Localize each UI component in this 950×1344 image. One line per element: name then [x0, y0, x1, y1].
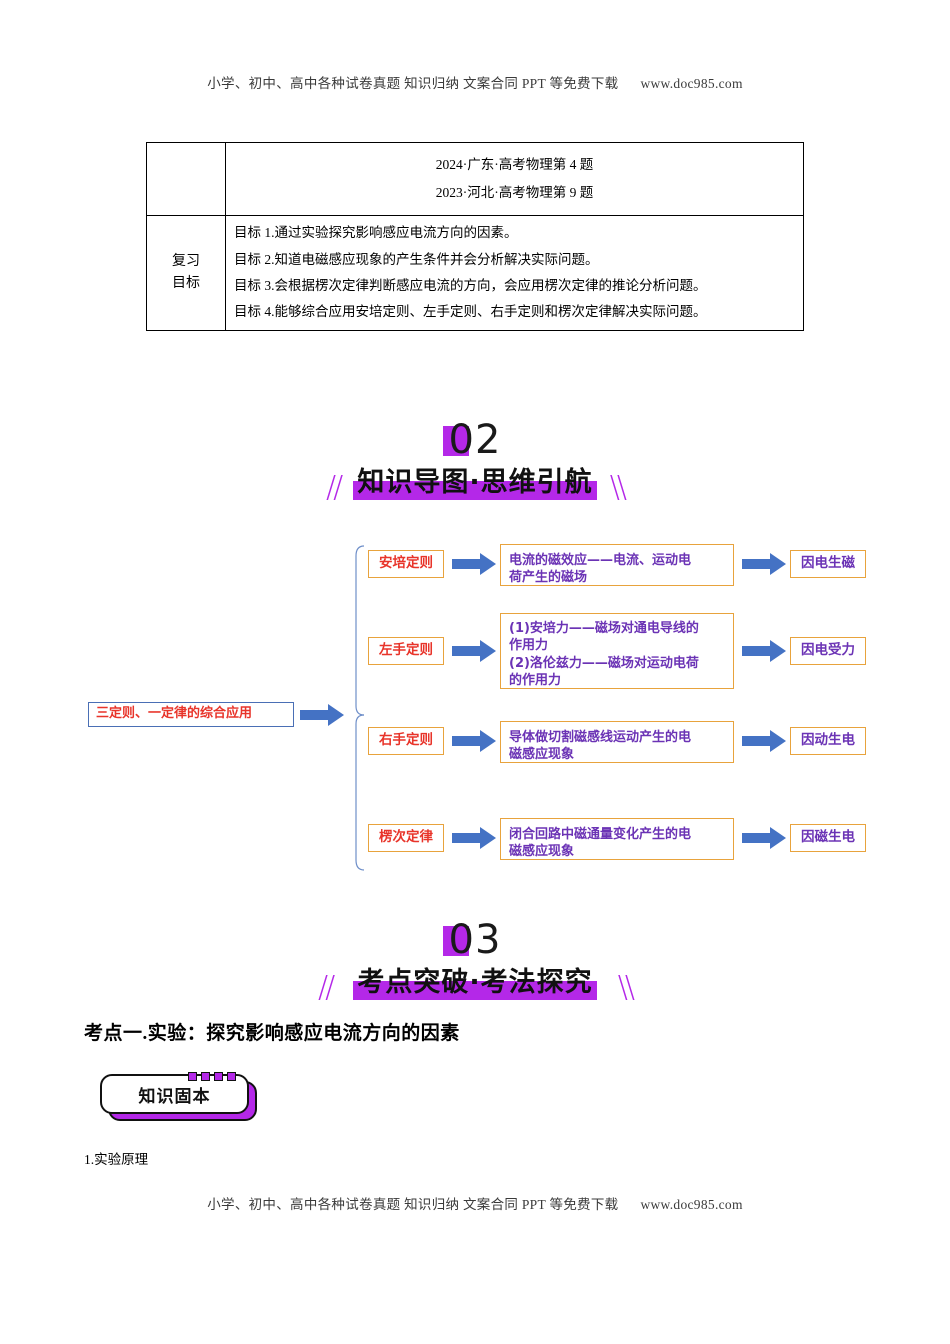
goals-list-cell: 目标 1.通过实验探究影响感应电流方向的因素。 目标 2.知道电磁感应现象的产生…	[225, 215, 804, 331]
mindmap-desc-node: 闭合回路中磁通量变化产生的电 磁感应现象	[500, 818, 734, 860]
mindmap-rule-node: 楞次定律	[368, 824, 444, 852]
goal-item: 目标 1.通过实验探究影响感应电流方向的因素。	[234, 225, 518, 241]
banner-slash-right: \\	[609, 470, 627, 505]
mindmap-result-node: 因电生磁	[790, 550, 866, 578]
subsection-heading: 1.实验原理	[84, 1152, 149, 1167]
mindmap-root-node: 三定则、一定律的综合应用	[88, 702, 294, 727]
mindmap-rule-label: 左手定则	[379, 642, 433, 659]
badge-tooth-icon	[201, 1072, 210, 1081]
objectives-table: 2024·广东·高考物理第 4 题 2023·河北·高考物理第 9 题 复习 目…	[146, 141, 804, 331]
mindmap-bracket	[355, 545, 365, 871]
goals-label-line1: 复习	[172, 254, 200, 270]
banner-slash-right: \\	[617, 970, 635, 1005]
badge-tooth-icon	[188, 1072, 197, 1081]
goal-item: 目标 4.能够综合应用安培定则、左手定则、右手定则和楞次定律解决实际问题。	[234, 304, 707, 320]
exam-item: 2023·河北·高考物理第 9 题	[435, 184, 594, 200]
mindmap-diagram: 三定则、一定律的综合应用 安培定则 电流的磁效应——电流、运动电 荷产生的磁场 …	[0, 528, 950, 898]
arrow-branch-4b	[742, 827, 786, 849]
mindmap-rule-node: 左手定则	[368, 637, 444, 665]
running-head-url: www.doc985.com	[640, 76, 743, 91]
banner-number-square	[443, 426, 469, 456]
banner-slash-left: //	[326, 470, 343, 505]
mindmap-rule-label: 楞次定律	[379, 829, 433, 846]
mindmap-desc-node: 导体做切割磁感线运动产生的电 磁感应现象	[500, 721, 734, 763]
mindmap-rule-label: 安培定则	[379, 555, 433, 572]
mindmap-rule-label: 右手定则	[379, 732, 433, 749]
running-head: 小学、初中、高中各种试卷真题 知识归纳 文案合同 PPT 等免费下载 www.do…	[0, 72, 950, 92]
running-foot-text: 小学、初中、高中各种试卷真题 知识归纳 文案合同 PPT 等免费下载	[207, 1197, 619, 1212]
mindmap-root-label: 三定则、一定律的综合应用	[96, 706, 253, 722]
mindmap-desc-line: 磁感应现象	[509, 844, 575, 860]
mindmap-result-label: 因电受力	[801, 642, 855, 659]
mindmap-desc-line: 闭合回路中磁通量变化产生的电	[509, 827, 692, 842]
mindmap-result-label: 因动生电	[801, 732, 855, 749]
mindmap-desc-line: 电流的磁效应——电流、运动电	[509, 553, 692, 568]
arrow-root	[300, 704, 344, 726]
running-foot: 小学、初中、高中各种试卷真题 知识归纳 文案合同 PPT 等免费下载 www.do…	[0, 1193, 950, 1213]
table-row-goals: 复习 目标 目标 1.通过实验探究影响感应电流方向的因素。 目标 2.知道电磁感…	[146, 215, 804, 331]
banner-number: 03	[448, 917, 502, 963]
banner-title-text: 考点突破·考法探究	[357, 967, 593, 998]
banner-number: 02	[448, 417, 502, 463]
mindmap-result-node: 因磁生电	[790, 824, 866, 852]
knowledge-badge: 知识固本	[100, 1072, 257, 1121]
goal-item: 目标 3.会根据楞次定律判断感应电流的方向，会应用楞次定律的推论分析问题。	[234, 277, 707, 293]
arrow-branch-1b	[742, 553, 786, 575]
mindmap-desc-line: (2)洛伦兹力——磁场对运动电荷	[509, 655, 699, 671]
running-foot-url: www.doc985.com	[640, 1197, 743, 1212]
mindmap-desc-line: 磁感应现象	[509, 747, 575, 763]
exam-label-cell	[146, 141, 226, 217]
section-banner-03: 03 // \\ 考点突破·考法探究	[0, 918, 950, 1014]
arrow-branch-4a	[452, 827, 496, 849]
arrow-branch-3a	[452, 730, 496, 752]
banner-title: 知识导图·思维引航	[351, 460, 598, 500]
mindmap-rule-node: 右手定则	[368, 727, 444, 755]
mindmap-result-label: 因磁生电	[801, 829, 855, 846]
goal-item: 目标 2.知道电磁感应现象的产生条件并会分析解决实际问题。	[234, 251, 599, 267]
badge-label: 知识固本	[138, 1086, 211, 1107]
mindmap-rule-node: 安培定则	[368, 550, 444, 578]
mindmap-desc-line: 的作用力	[509, 673, 562, 689]
badge-teeth	[188, 1072, 236, 1081]
arrow-branch-2a	[452, 640, 496, 662]
banner-title-text: 知识导图·思维引航	[357, 467, 593, 498]
running-head-text: 小学、初中、高中各种试卷真题 知识归纳 文案合同 PPT 等免费下载	[207, 76, 619, 91]
badge-face: 知识固本	[100, 1074, 249, 1114]
table-row-exams: 2024·广东·高考物理第 4 题 2023·河北·高考物理第 9 题	[146, 141, 804, 217]
mindmap-result-node: 因动生电	[790, 727, 866, 755]
badge-tooth-icon	[214, 1072, 223, 1081]
goals-label-cell: 复习 目标	[146, 215, 226, 331]
banner-title: 考点突破·考法探究	[351, 960, 598, 1000]
arrow-branch-2b	[742, 640, 786, 662]
banner-number-square	[443, 926, 469, 956]
exam-item: 2024·广东·高考物理第 4 题	[435, 157, 594, 172]
mindmap-desc-line: 荷产生的磁场	[509, 570, 588, 586]
exam-list-cell: 2024·广东·高考物理第 4 题 2023·河北·高考物理第 9 题	[225, 141, 804, 217]
mindmap-desc-node: 电流的磁效应——电流、运动电 荷产生的磁场	[500, 544, 734, 586]
mindmap-desc-line: 作用力	[509, 638, 549, 654]
mindmap-desc-line: 导体做切割磁感线运动产生的电	[509, 730, 692, 745]
mindmap-desc-node: (1)安培力——磁场对通电导线的 作用力 (2)洛伦兹力——磁场对运动电荷 的作…	[500, 613, 734, 689]
mindmap-result-label: 因电生磁	[801, 555, 855, 572]
banner-slash-left: //	[318, 970, 335, 1005]
badge-tooth-icon	[227, 1072, 236, 1081]
arrow-branch-3b	[742, 730, 786, 752]
mindmap-desc-line: (1)安培力——磁场对通电导线的	[509, 621, 699, 636]
mindmap-result-node: 因电受力	[790, 637, 866, 665]
goals-label-line2: 目标	[172, 275, 200, 291]
arrow-branch-1a	[452, 553, 496, 575]
section-banner-02: 02 // \\ 知识导图·思维引航	[0, 418, 950, 514]
page-title: 考点一.实验：探究影响感应电流方向的因素	[84, 1023, 460, 1044]
